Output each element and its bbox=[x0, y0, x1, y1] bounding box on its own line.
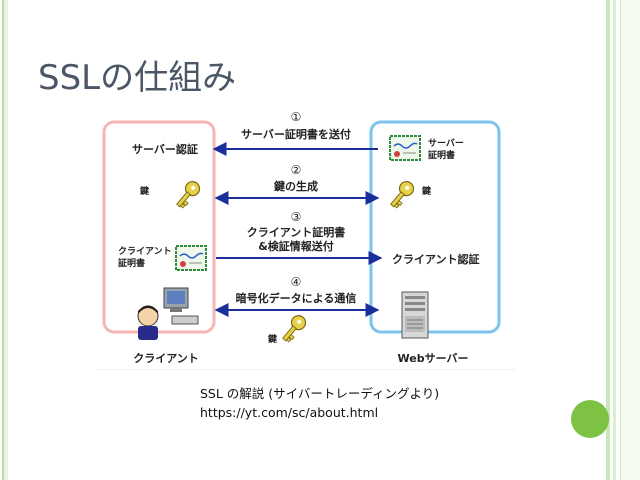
server-cert-label-line2: 証明書 bbox=[428, 149, 455, 161]
step3-label-line1: クライアント証明書 bbox=[247, 225, 346, 239]
client-server-auth-label: サーバー認証 bbox=[132, 142, 198, 156]
left-decor-rail bbox=[2, 0, 8, 480]
server-key-icon bbox=[390, 181, 415, 209]
step4-num: ④ bbox=[291, 275, 302, 289]
step2-label: 鍵の生成 bbox=[274, 179, 318, 193]
server-tower-icon bbox=[401, 291, 429, 339]
step4-label: 暗号化データによる通信 bbox=[236, 291, 357, 305]
caption-source: SSL の解説 (サイバートレーディングより) bbox=[200, 386, 440, 401]
server-key-label: 鍵 bbox=[422, 185, 431, 197]
server-cert-label-line1: サーバー bbox=[428, 138, 464, 149]
client-person-icon bbox=[137, 305, 159, 340]
step3-num: ③ bbox=[291, 210, 302, 224]
client-cert-label-line1: クライアント bbox=[118, 246, 172, 257]
client-key-label: 鍵 bbox=[140, 185, 149, 197]
slide-title: SSLの仕組み bbox=[38, 58, 237, 98]
client-key-icon bbox=[176, 181, 201, 209]
bottom-key-label: 鍵 bbox=[268, 333, 277, 345]
right-decor-rail bbox=[606, 0, 610, 480]
server-client-auth-label: クライアント認証 bbox=[392, 252, 480, 266]
green-circle-decoration bbox=[571, 400, 609, 438]
right-decor-rail-2 bbox=[613, 0, 616, 480]
client-certificate-icon bbox=[175, 245, 207, 271]
server-name-label: Webサーバー bbox=[398, 352, 469, 365]
client-name-label: クライアント bbox=[133, 352, 199, 365]
caption-url: https://yt.com/sc/about.html bbox=[200, 405, 379, 420]
server-certificate-icon bbox=[389, 135, 421, 161]
ssl-diagram: ① サーバー証明書を送付 ② 鍵の生成 ③ クライアント証明書 &検証情報送付 … bbox=[96, 110, 516, 370]
step3-label-line2: &検証情報送付 bbox=[258, 239, 334, 253]
bottom-key-icon bbox=[282, 315, 307, 343]
step2-num: ② bbox=[291, 163, 302, 177]
step1-num: ① bbox=[291, 110, 302, 124]
client-box bbox=[102, 120, 216, 334]
server-box bbox=[369, 120, 501, 334]
right-decor-rail-3 bbox=[620, 0, 640, 480]
step1-label: サーバー証明書を送付 bbox=[241, 127, 351, 141]
client-cert-label-line2: 証明書 bbox=[118, 257, 145, 269]
client-computer-icon bbox=[163, 287, 199, 325]
